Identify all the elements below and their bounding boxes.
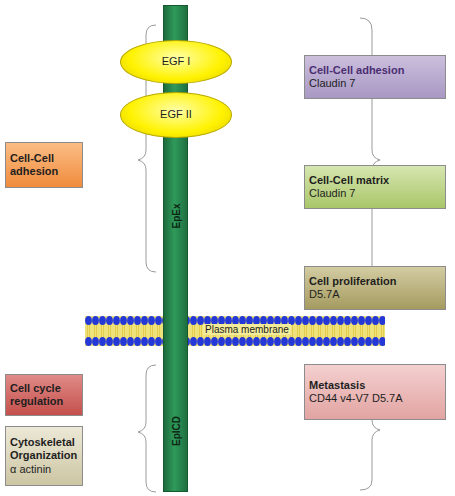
node-detail: Claudin 7 [309,187,441,200]
node-detail: EpICD [170,416,181,446]
node-detail: α actinin [10,463,78,476]
bracket [138,365,156,492]
function-box: Cell proliferationD5.7A [304,266,446,310]
node-label: Cell proliferation [309,275,441,288]
node-label: Cell-Cell adhesion [10,152,78,178]
node-label: EGF I [162,55,191,68]
function-box: Cell-Cell adhesion [5,142,83,188]
node-detail: Claudin 7 [309,77,441,90]
node-label: Cell-Cell matrix [309,174,441,187]
function-box: Cell-Cell adhesionClaudin 7 [304,55,446,99]
node-label: Cell-Cell adhesion [309,64,441,77]
node-detail: D5.7A [309,288,441,301]
function-box: Cytoskeletal Organizationα actinin [5,426,83,486]
node-detail: CD44 v4-V7 D5.7A [309,392,441,405]
node-label: EGF II [160,108,192,121]
node-label: EpEx [170,203,181,228]
egf-domain: EGF I [120,40,232,84]
plasma-membrane: Plasma membrane [85,316,385,346]
function-box: Cell-Cell matrixClaudin 7 [304,165,446,209]
node-label: Plasma membrane [203,324,291,335]
node-label: Metastasis [309,379,441,392]
function-box: MetastasisCD44 v4-V7 D5.7A [304,364,446,420]
membrane-bilayer [85,316,385,346]
egf-domain: EGF II [120,92,232,138]
node-label: Cytoskeletal Organization [10,436,78,462]
node-label: Cell cycle regulation [10,382,78,408]
function-box: Cell cycle regulation [5,374,83,416]
